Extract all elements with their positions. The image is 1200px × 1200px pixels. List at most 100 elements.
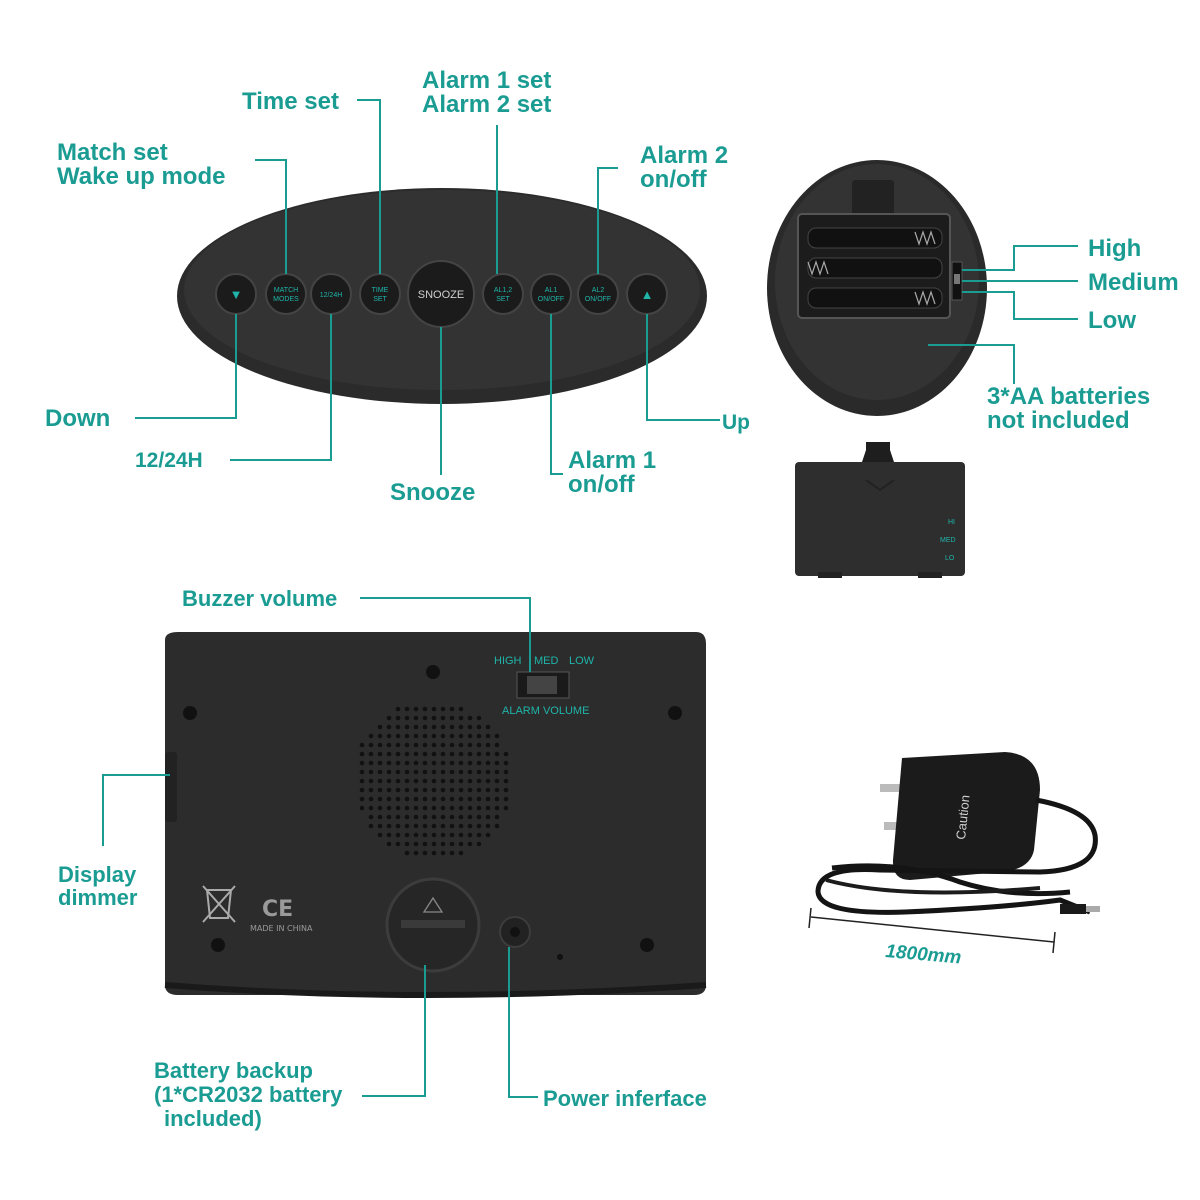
grille-hole (440, 769, 446, 775)
al12-label: AL1,2 (494, 287, 512, 294)
al1-onoff-label: ON/OFF (538, 296, 564, 303)
grille-hole (377, 787, 383, 793)
medium-label: Medium (1088, 269, 1179, 296)
al2-onoff-label: ON/OFF (585, 296, 611, 303)
alarm-set-button[interactable]: AL1,2 SET (482, 273, 524, 315)
grille-hole (386, 796, 392, 802)
grille-hole (440, 706, 446, 712)
grille-hole (458, 778, 464, 784)
grille-hole (359, 805, 365, 811)
grille-hole (368, 751, 374, 757)
alarm2-onoff-button[interactable]: AL2 ON/OFF (577, 273, 619, 315)
grille-hole (449, 841, 455, 847)
grille-hole (503, 805, 509, 811)
grille-hole (431, 760, 437, 766)
grille-hole (413, 823, 419, 829)
grille-hole (413, 742, 419, 748)
grille-hole (386, 805, 392, 811)
grille-hole (503, 760, 509, 766)
cover-hi: HI (948, 519, 955, 526)
snooze-button[interactable]: SNOOZE (407, 260, 475, 328)
grille-hole (503, 769, 509, 775)
grille-hole (413, 778, 419, 784)
alarm2-label-1: Alarm 2 (640, 142, 728, 169)
grille-hole (458, 760, 464, 766)
grille-hole (359, 778, 365, 784)
grille-hole (440, 778, 446, 784)
grille-hole (449, 850, 455, 856)
grille-hole (404, 841, 410, 847)
grille-hole (404, 823, 410, 829)
grille-hole (485, 733, 491, 739)
grille-hole (422, 778, 428, 784)
grille-hole (413, 724, 419, 730)
down-label: Down (45, 405, 110, 432)
cable-length-label: 1800mm (885, 941, 963, 969)
grille-hole (404, 769, 410, 775)
cover-med: MED (940, 537, 956, 544)
grille-hole (494, 742, 500, 748)
grille-hole (503, 751, 509, 757)
grille-hole (476, 787, 482, 793)
grille-hole (386, 841, 392, 847)
grille-hole (467, 823, 473, 829)
grille-hole (395, 769, 401, 775)
aa-batteries-label-1: 3*AA batteries (987, 383, 1150, 410)
grille-hole (386, 715, 392, 721)
grille-hole (476, 823, 482, 829)
grille-hole (386, 733, 392, 739)
grille-hole (467, 814, 473, 820)
grille-hole (422, 742, 428, 748)
grille-hole (431, 724, 437, 730)
grille-hole (476, 769, 482, 775)
grille-hole (386, 742, 392, 748)
up-button[interactable]: ▲ (626, 273, 668, 315)
grille-hole (422, 841, 428, 847)
grille-hole (386, 769, 392, 775)
grille-hole (449, 769, 455, 775)
grille-hole (476, 778, 482, 784)
grille-hole (413, 760, 419, 766)
12-24h-button[interactable]: 12/24H (310, 273, 352, 315)
match-modes-button[interactable]: MATCH MODES (265, 273, 307, 315)
grille-hole (377, 733, 383, 739)
grille-hole (431, 814, 437, 820)
grille-hole (467, 715, 473, 721)
grille-hole (395, 796, 401, 802)
grille-hole (386, 751, 392, 757)
grille-hole (440, 814, 446, 820)
grille-hole (404, 787, 410, 793)
grille-hole (485, 760, 491, 766)
grille-hole (485, 823, 491, 829)
grille-hole (458, 742, 464, 748)
grille-hole (485, 832, 491, 838)
grille-hole (494, 787, 500, 793)
battery-backup-label-2: (1*CR2032 battery (154, 1082, 343, 1107)
alarm2-label-2: on/off (640, 166, 708, 193)
grille-hole (449, 742, 455, 748)
grille-hole (449, 760, 455, 766)
volume-switch[interactable]: HIGH MED LOW ALARM VOLUME (494, 655, 595, 717)
grille-hole (368, 787, 374, 793)
grille-hole (440, 733, 446, 739)
grille-hole (368, 760, 374, 766)
grille-hole (458, 832, 464, 838)
speaker-grille (359, 706, 509, 856)
grille-hole (368, 796, 374, 802)
grille-hole (449, 778, 455, 784)
grille-hole (413, 751, 419, 757)
alarm1-label-2: on/off (568, 471, 636, 498)
grille-hole (449, 751, 455, 757)
down-button[interactable]: ▼ (215, 273, 257, 315)
grille-hole (395, 832, 401, 838)
grille-hole (359, 787, 365, 793)
grille-hole (431, 841, 437, 847)
grille-hole (404, 760, 410, 766)
grille-hole (494, 814, 500, 820)
grille-hole (377, 796, 383, 802)
alarm1-onoff-button[interactable]: AL1 ON/OFF (530, 273, 572, 315)
grille-hole (404, 724, 410, 730)
grille-hole (440, 841, 446, 847)
match-set-label: Match set (57, 139, 168, 166)
time-set-button[interactable]: TIME SET (359, 273, 401, 315)
